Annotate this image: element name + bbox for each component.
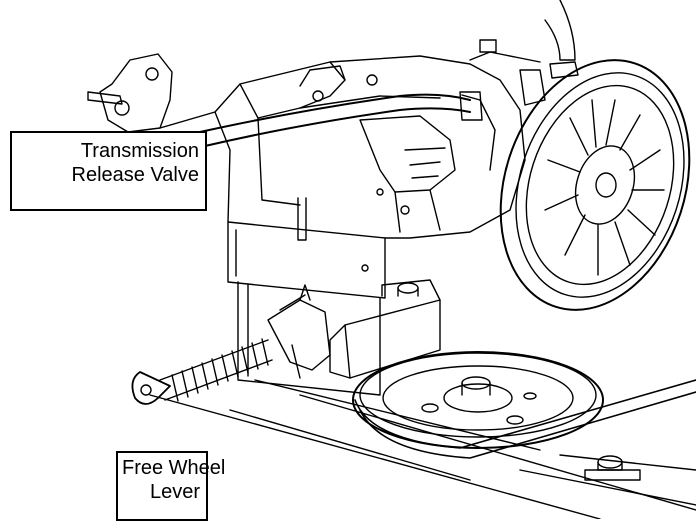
release-valve-tube	[199, 91, 483, 147]
left-flange	[87, 53, 173, 133]
top-fittings	[469, 0, 579, 106]
base-plate	[149, 379, 696, 519]
pulley-fins	[544, 99, 665, 276]
drive-belt	[354, 379, 696, 459]
transmission-release-valve-line1: Transmission	[80, 140, 199, 162]
free-wheel-lever-line1: Free Wheel	[122, 457, 226, 479]
lower-bolt	[584, 455, 641, 481]
free-wheel-lever-label: Free Wheel Lever	[116, 451, 226, 521]
idler-pulley	[352, 351, 604, 449]
mounting-bracket	[227, 197, 386, 396]
lever-bracket-block	[329, 279, 441, 379]
coil-spring	[159, 338, 273, 402]
transmission-housing	[159, 55, 526, 239]
drive-pulley	[499, 59, 691, 311]
transmission-release-valve-line2: Release Valve	[71, 164, 199, 186]
transmission-release-valve-label: Transmission Release Valve	[10, 131, 207, 211]
free-wheel-lever-line2: Lever	[149, 481, 200, 503]
free-wheel-lever	[131, 284, 331, 405]
